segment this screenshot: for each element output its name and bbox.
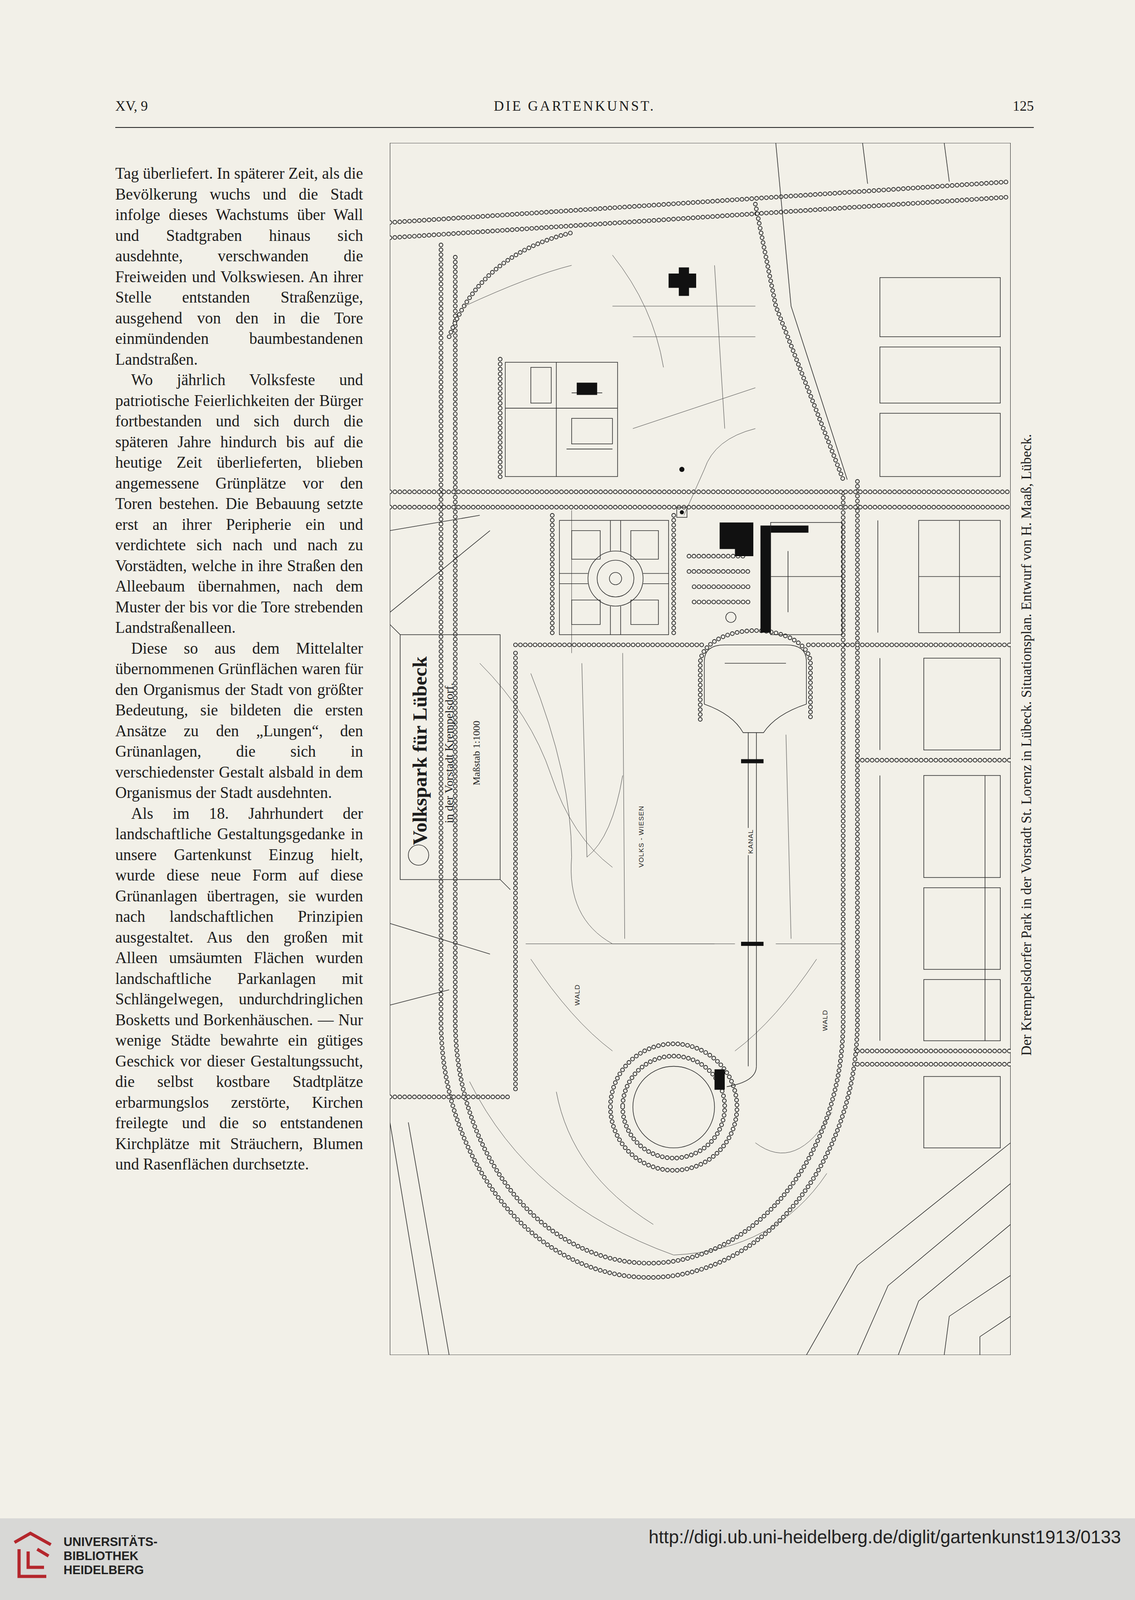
body-paragraph: Diese so aus dem Mittelalter übernommene…	[115, 638, 364, 804]
area-label: WALD	[820, 1008, 830, 1033]
header-rule	[115, 127, 1034, 128]
area-label: WALD	[572, 983, 582, 1008]
body-paragraph: Wo jährlich Volksfeste und patriotische …	[115, 369, 364, 639]
journal-title: DIE GARTENKUNST.	[493, 98, 656, 115]
figure-caption: Der Krempelsdorfer Park in der Vorstadt …	[1018, 434, 1035, 1057]
body-paragraph: Als im 18. Jahrhundert der landschaftlic…	[115, 803, 364, 1176]
library-logo	[9, 1529, 56, 1584]
library-name: UNIVERSITÄTS- BIBLIOTHEK HEIDELBERG	[63, 1535, 173, 1578]
running-head: XV, 9	[115, 98, 148, 115]
body-text: Tag überliefert. In späterer Zeit, als d…	[115, 163, 364, 1176]
body-paragraph: Tag überliefert. In späterer Zeit, als d…	[115, 163, 364, 370]
park-plan	[389, 142, 1011, 1356]
source-url: http://digi.ub.uni-heidelberg.de/diglit/…	[648, 1527, 1121, 1548]
map-subtitle: in der Vorstadt Krempelsdorf.	[442, 682, 457, 824]
area-label: VOLKS - WIESEN	[636, 804, 646, 870]
map-scale: Maßstab 1:1000	[470, 721, 483, 786]
area-label: KANAL	[746, 828, 755, 856]
page-number: 125	[1012, 98, 1035, 115]
map-title: Volkspark für Lübeck	[408, 656, 432, 846]
